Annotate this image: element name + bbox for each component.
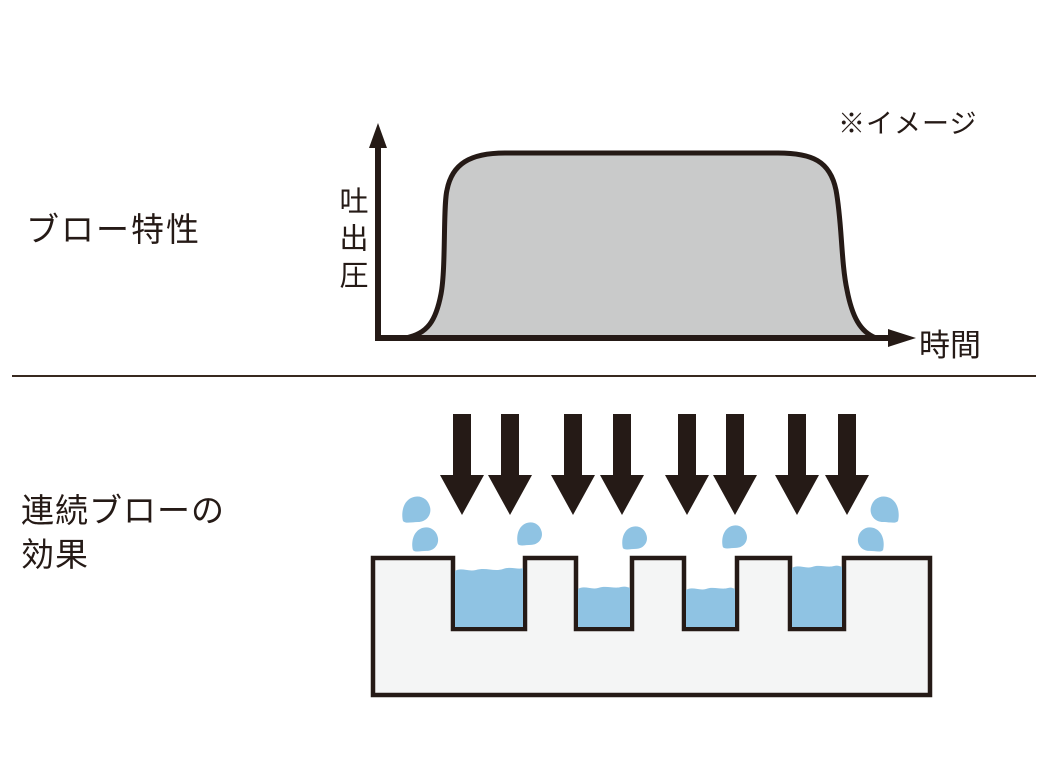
x-axis-arrowhead-icon — [888, 329, 916, 347]
continuous-blow-illustration — [370, 414, 933, 698]
bottom-section-title-line2: 効果 — [21, 536, 89, 573]
image-disclaimer-note: ※イメージ — [838, 109, 978, 139]
well-liquid-2 — [578, 586, 630, 627]
x-axis-label: 時間 — [919, 328, 981, 363]
pressure-time-graph — [369, 123, 916, 347]
well-liquid-1 — [455, 567, 523, 627]
blow-arrow — [713, 414, 757, 515]
blow-arrow — [440, 414, 484, 515]
blow-arrow — [600, 414, 644, 515]
blow-arrow-group — [440, 414, 869, 515]
splash-droplet — [870, 496, 899, 523]
splash-droplet — [412, 527, 439, 552]
bottom-section-title-line1: 連続ブローの — [21, 492, 225, 529]
y-axis-label: 吐出圧 — [335, 186, 367, 297]
pressure-curve-outline — [402, 150, 879, 341]
blow-arrow — [665, 414, 709, 515]
splash-droplet — [517, 522, 542, 546]
well-liquid-4 — [792, 565, 842, 627]
well-liquid-3 — [686, 587, 735, 627]
splash-droplet — [857, 527, 884, 552]
splash-droplet — [622, 526, 647, 550]
splash-droplet — [722, 525, 747, 549]
pressure-curve-fill — [405, 153, 876, 338]
splash-droplet-group — [402, 496, 899, 552]
well-liquid-group — [455, 565, 842, 627]
blow-arrow — [825, 414, 869, 515]
blow-arrow — [775, 414, 819, 515]
section-divider — [12, 375, 1036, 377]
workpiece-block — [370, 555, 933, 698]
blow-arrow — [488, 414, 532, 515]
blow-arrow — [551, 414, 595, 515]
bottom-section-title: 連続ブローの 効果 — [21, 489, 225, 577]
splash-droplet — [402, 496, 431, 523]
y-axis-arrowhead-icon — [369, 123, 387, 148]
top-section-title: ブロー特性 — [26, 211, 201, 248]
